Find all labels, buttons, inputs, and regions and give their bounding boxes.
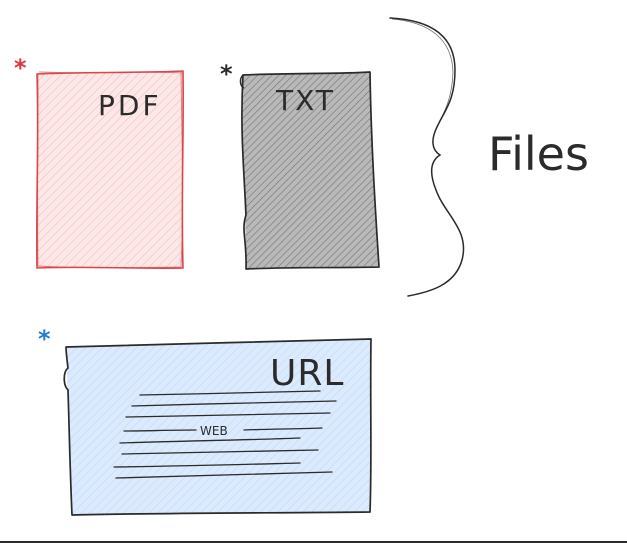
pdf-document-outline-sketch	[37, 71, 184, 269]
pdf-document-label: PDF	[98, 89, 162, 122]
url-document: URL WEB *	[38, 325, 372, 516]
txt-document: TXT *	[220, 60, 380, 270]
text-line	[139, 390, 321, 396]
url-document-text-lines	[113, 390, 337, 479]
txt-document-hatch	[242, 73, 378, 268]
text-line	[131, 400, 337, 407]
txt-document-label: TXT	[275, 84, 335, 117]
text-line	[125, 412, 331, 418]
pdf-document: PDF *	[14, 54, 185, 270]
pdf-asterisk-icon: *	[14, 54, 27, 82]
files-curly-brace-sketch	[391, 18, 454, 128]
url-document-hatch	[66, 339, 371, 515]
url-asterisk-icon: *	[38, 325, 51, 353]
url-document-outline	[63, 338, 372, 516]
text-line	[119, 437, 301, 444]
files-group-label: Files	[488, 127, 589, 181]
txt-document-corner-fold	[239, 74, 245, 89]
text-line	[121, 449, 319, 455]
text-line	[123, 429, 197, 432]
url-document-label: URL	[270, 353, 344, 394]
text-line	[115, 471, 333, 479]
pdf-document-hatch	[37, 72, 183, 268]
url-document-web-label: WEB	[200, 424, 228, 438]
txt-asterisk-icon: *	[220, 60, 233, 88]
text-line	[243, 427, 323, 431]
txt-document-outline	[241, 71, 380, 270]
files-curly-brace	[389, 17, 465, 297]
text-line	[113, 462, 301, 468]
